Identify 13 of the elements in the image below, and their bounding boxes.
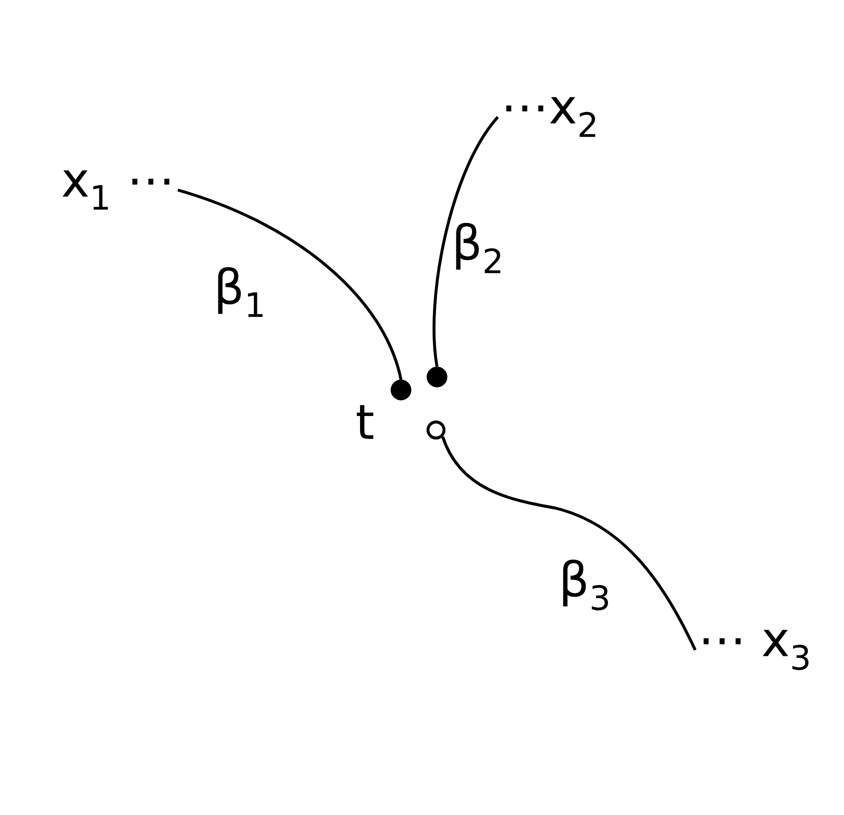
curve [177,188,402,380]
point-label: t [356,405,374,439]
curve [432,116,499,367]
edge-label: β$_{1}$ [212,266,268,318]
end-label: ⋯ x$_{3}$ [704,630,808,670]
end-label: ⋯x$_{2}$ [506,97,596,137]
edge-label: β$_{2}$ [450,222,506,274]
curve [441,436,697,651]
filled-dot [426,366,448,388]
end-label: x$_{1}$ ⋯ [62,170,170,210]
open-dot [426,420,446,440]
edge-label: β$_{3}$ [557,558,613,612]
filled-dot [390,380,412,400]
